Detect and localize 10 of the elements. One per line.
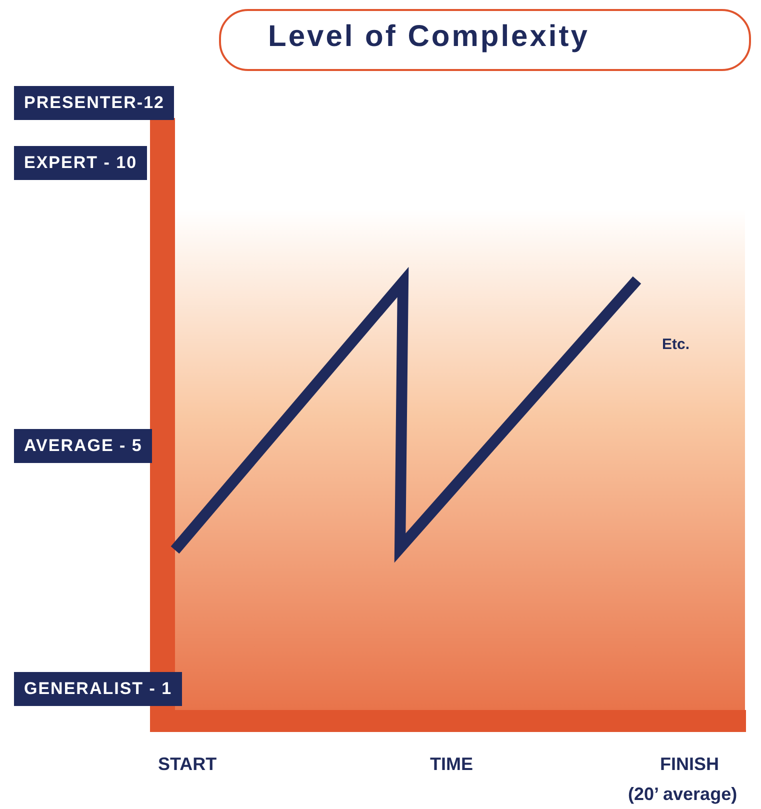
- level-label: PRESENTER-12: [14, 86, 174, 120]
- level-label: AVERAGE - 5: [14, 429, 152, 463]
- annotation-text: Etc.: [662, 336, 690, 353]
- level-label: GENERALIST - 1: [14, 672, 182, 706]
- chart-title: Level of Complexity: [268, 20, 590, 54]
- axis-label: START: [158, 754, 217, 775]
- axis-note: (20’ average): [628, 784, 738, 805]
- level-label: EXPERT - 10: [14, 146, 148, 180]
- axis-label: FINISH: [660, 754, 720, 775]
- axis-label: TIME: [430, 754, 473, 775]
